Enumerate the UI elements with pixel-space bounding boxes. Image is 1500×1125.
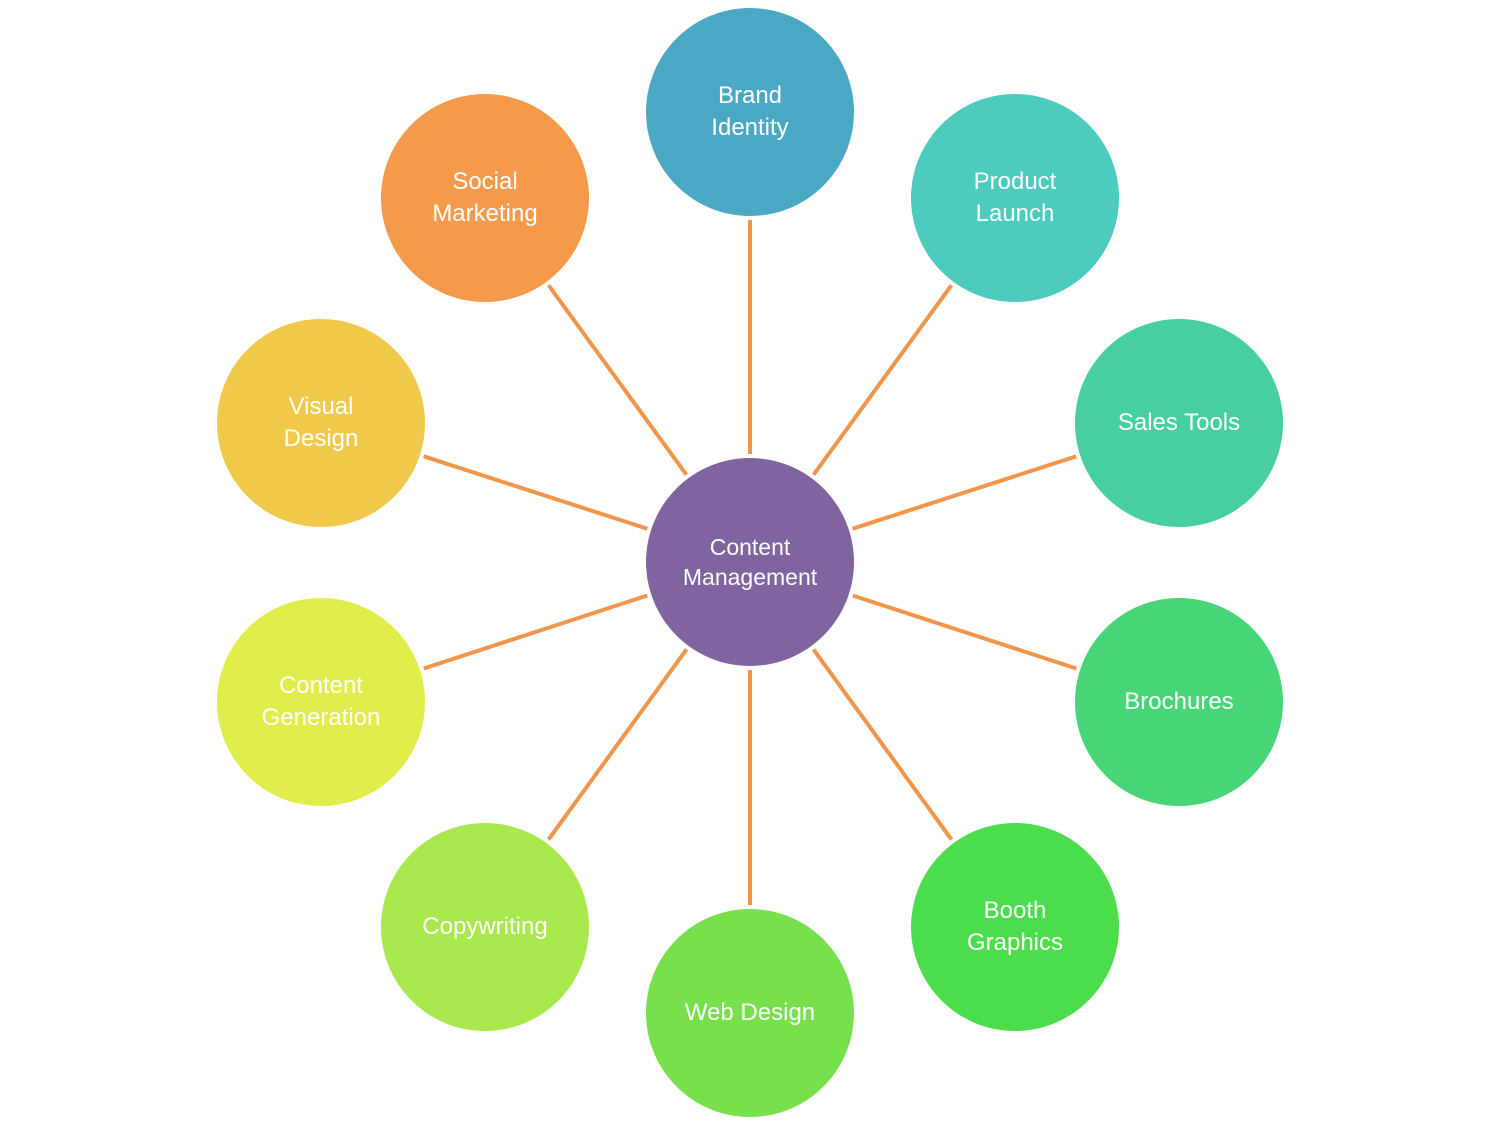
node-label: Social Marketing bbox=[432, 168, 538, 227]
node-label: Web Design bbox=[684, 999, 816, 1026]
node-content-generation: Content Generation bbox=[217, 598, 425, 806]
connector-line-booth-graphics bbox=[811, 648, 954, 841]
node-social-marketing: Social Marketing bbox=[381, 94, 589, 302]
connector-line-visual-design bbox=[423, 454, 648, 531]
node-label: Product Launch bbox=[973, 168, 1057, 227]
connector-line-sales-tools bbox=[852, 454, 1077, 531]
node-label: Copywriting bbox=[422, 913, 548, 940]
node-label: Sales Tools bbox=[1117, 409, 1241, 436]
connector-line-social-marketing bbox=[546, 284, 689, 476]
node-sales-tools: Sales Tools bbox=[1075, 319, 1283, 527]
hub-label: Content Management bbox=[682, 534, 818, 590]
hub-node-content-management: Content Management bbox=[646, 458, 854, 666]
node-booth-graphics: Booth Graphics bbox=[911, 823, 1119, 1031]
node-label: Brochures bbox=[1124, 688, 1234, 715]
node-brochures: Brochures bbox=[1075, 598, 1283, 806]
node-brand-identity: Brand Identity bbox=[646, 8, 854, 216]
node-web-design: Web Design bbox=[646, 909, 854, 1117]
node-label: Booth Graphics bbox=[966, 897, 1064, 956]
node-product-launch: Product Launch bbox=[911, 94, 1119, 302]
node-label: Visual Design bbox=[283, 393, 359, 452]
connector-line-content-generation bbox=[423, 593, 648, 671]
node-visual-design: Visual Design bbox=[217, 319, 425, 527]
node-copywriting: Copywriting bbox=[381, 823, 589, 1031]
connector-line-product-launch bbox=[811, 284, 954, 476]
connector-line-copywriting bbox=[546, 648, 689, 841]
node-label: Brand Identity bbox=[711, 82, 789, 141]
connector-line-brochures bbox=[852, 593, 1077, 671]
node-label: Content Generation bbox=[261, 672, 381, 731]
